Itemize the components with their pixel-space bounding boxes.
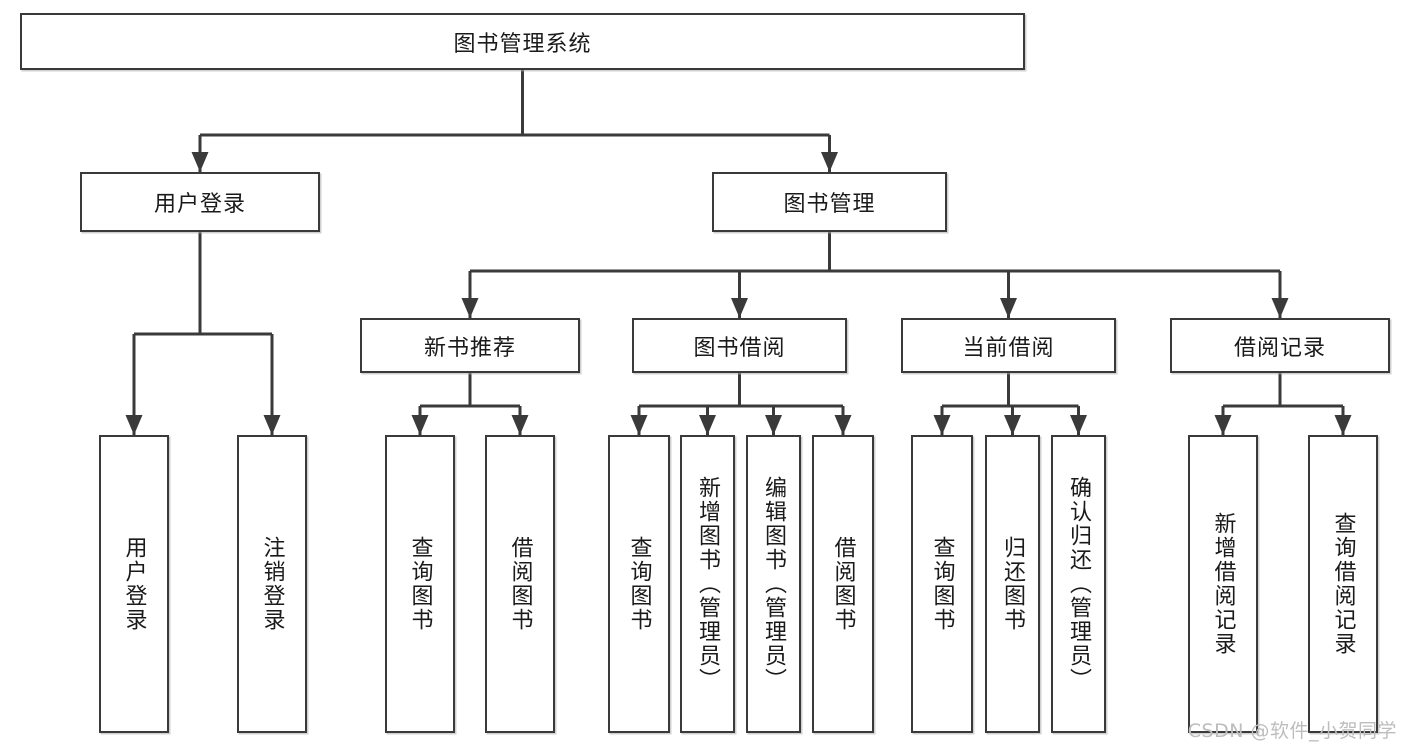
node-leaf-edit-book[interactable]: 编辑图书（管理员）	[746, 435, 801, 733]
node-label: 新增图书（管理员）	[695, 476, 721, 692]
arrow-head-icon	[191, 152, 209, 172]
node-new-book-rec[interactable]: 新书推荐	[360, 318, 580, 373]
node-label: 图书管理	[783, 192, 876, 217]
node-book-manage[interactable]: 图书管理	[712, 172, 947, 232]
node-label: 新书推荐	[423, 335, 516, 361]
node-label: 归还图书	[1000, 536, 1026, 632]
node-leaf-user-login[interactable]: 用户登录	[99, 435, 169, 733]
arrow-head-icon	[1000, 298, 1017, 318]
node-leaf-confirm-return[interactable]: 确认归还（管理员）	[1051, 435, 1106, 733]
arrow-head-icon	[511, 415, 529, 435]
arrow-head-icon	[1070, 415, 1087, 435]
node-label: 借阅图书	[507, 536, 533, 632]
node-label: 图书借阅	[693, 335, 786, 361]
node-label: 查询借阅记录	[1330, 512, 1356, 656]
arrow-head-icon	[1271, 298, 1289, 318]
node-book-borrow[interactable]: 图书借阅	[632, 318, 847, 373]
arrow-head-icon	[834, 415, 852, 435]
node-leaf-query-record[interactable]: 查询借阅记录	[1308, 435, 1378, 733]
node-leaf-add-book[interactable]: 新增图书（管理员）	[680, 435, 735, 733]
node-current-borrow[interactable]: 当前借阅	[901, 318, 1116, 373]
arrow-head-icon	[1334, 415, 1352, 435]
node-label: 查询图书	[626, 536, 652, 632]
node-label: 图书管理系统	[453, 31, 592, 57]
node-label: 查询图书	[929, 536, 955, 632]
node-label: 用户登录	[121, 536, 147, 632]
node-leaf-query-book-cur[interactable]: 查询图书	[911, 435, 973, 733]
node-label: 新增借阅记录	[1210, 512, 1236, 656]
node-leaf-query-book-rec[interactable]: 查询图书	[385, 435, 455, 733]
node-root[interactable]: 图书管理系统	[20, 13, 1025, 70]
arrow-head-icon	[411, 415, 429, 435]
node-leaf-borrow-book[interactable]: 借阅图书	[812, 435, 874, 733]
arrow-head-icon	[630, 415, 648, 435]
node-user-login[interactable]: 用户登录	[80, 172, 320, 232]
watermark: CSDN @软件_小贺同学	[1187, 720, 1397, 742]
node-borrow-record[interactable]: 借阅记录	[1170, 318, 1390, 373]
arrow-head-icon	[263, 415, 281, 435]
node-label: 查询图书	[407, 536, 433, 632]
node-label: 借阅图书	[830, 536, 856, 632]
arrow-head-icon	[461, 298, 479, 318]
arrow-head-icon	[821, 152, 838, 172]
node-label: 借阅记录	[1233, 335, 1326, 361]
node-leaf-logout[interactable]: 注销登录	[237, 435, 307, 733]
arrow-head-icon	[731, 298, 748, 318]
node-leaf-borrow-book-rec[interactable]: 借阅图书	[485, 435, 555, 733]
node-leaf-add-record[interactable]: 新增借阅记录	[1188, 435, 1258, 733]
node-label: 确认归还（管理员）	[1066, 476, 1092, 692]
node-leaf-return-book[interactable]: 归还图书	[985, 435, 1040, 733]
node-label: 用户登录	[153, 192, 246, 217]
arrow-head-icon	[1214, 415, 1232, 435]
arrow-head-icon	[699, 415, 716, 435]
node-leaf-query-book-borrow[interactable]: 查询图书	[608, 435, 670, 733]
arrow-head-icon	[1004, 415, 1021, 435]
arrow-head-icon	[125, 415, 143, 435]
node-label: 编辑图书（管理员）	[761, 476, 787, 692]
arrow-head-icon	[765, 415, 782, 435]
node-label: 注销登录	[259, 536, 285, 632]
arrow-head-icon	[933, 415, 951, 435]
node-label: 当前借阅	[962, 335, 1055, 361]
